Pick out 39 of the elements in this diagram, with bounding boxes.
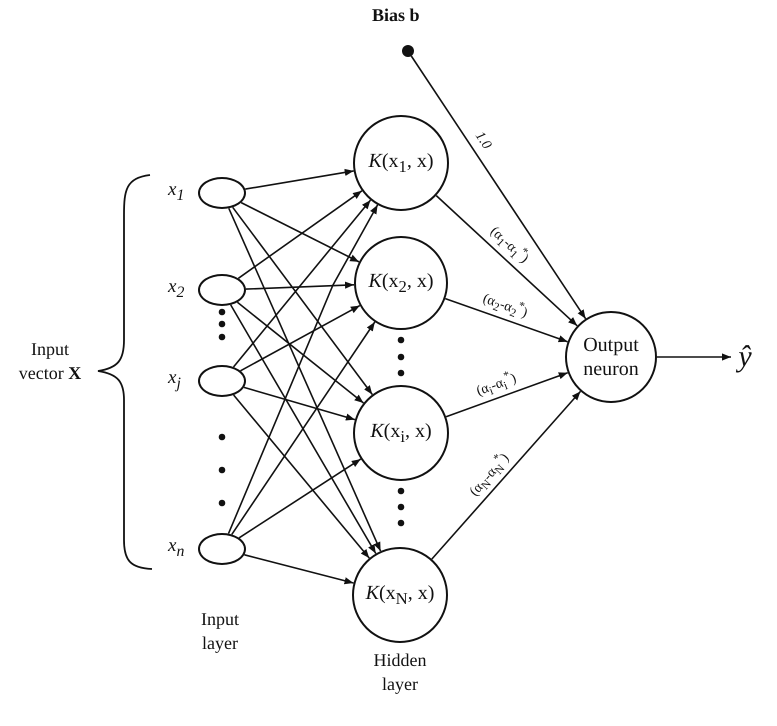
arrow [410, 56, 586, 320]
output-neuron-circle: Output neuron [565, 311, 657, 403]
arrow [231, 322, 376, 535]
arrow [238, 458, 362, 538]
arrow [245, 168, 354, 190]
arrow [232, 200, 372, 368]
kernel-neuron-circle: K(x$_{2}$, x) [354, 236, 448, 330]
input-node-ellipse [198, 177, 246, 209]
arrow [232, 206, 373, 395]
arrow [446, 372, 568, 418]
kernel-neuron-circle: K(x$_{N}$, x) [352, 547, 448, 643]
kernel-neuron-circle: K(x$_{i}$, x) [353, 385, 449, 481]
arrow [436, 195, 578, 326]
arrow [236, 302, 364, 404]
layer-caption: Input layer [200, 608, 240, 656]
arrow [240, 202, 360, 263]
arrow [246, 282, 354, 290]
input-node-ellipse [198, 533, 246, 565]
bias-label: Bias b [372, 5, 420, 26]
input-node-ellipse [198, 274, 246, 306]
input-variable-label: x$_{n}$ [168, 535, 184, 561]
layer-caption: Hidden layer [372, 649, 428, 696]
arrow [431, 390, 582, 560]
bias-dot [402, 45, 414, 57]
input-variable-label: x$_{j}$ [168, 367, 181, 393]
arrow [657, 353, 731, 361]
output-symbol: ŷ [731, 339, 759, 375]
input-variable-label: x$_{1}$ [168, 179, 184, 205]
arrow [244, 554, 354, 584]
kernel-neuron-circle: K(x$_{1}$, x) [353, 115, 449, 211]
input-node-ellipse [198, 365, 246, 397]
arrow [232, 394, 370, 559]
layer-caption: Input vector X [18, 338, 82, 386]
arrow [244, 386, 356, 421]
arrow [230, 304, 376, 554]
arrow [445, 298, 568, 342]
arrow [240, 304, 360, 372]
arrow [238, 190, 362, 279]
input-variable-label: x$_{2}$ [168, 276, 184, 302]
